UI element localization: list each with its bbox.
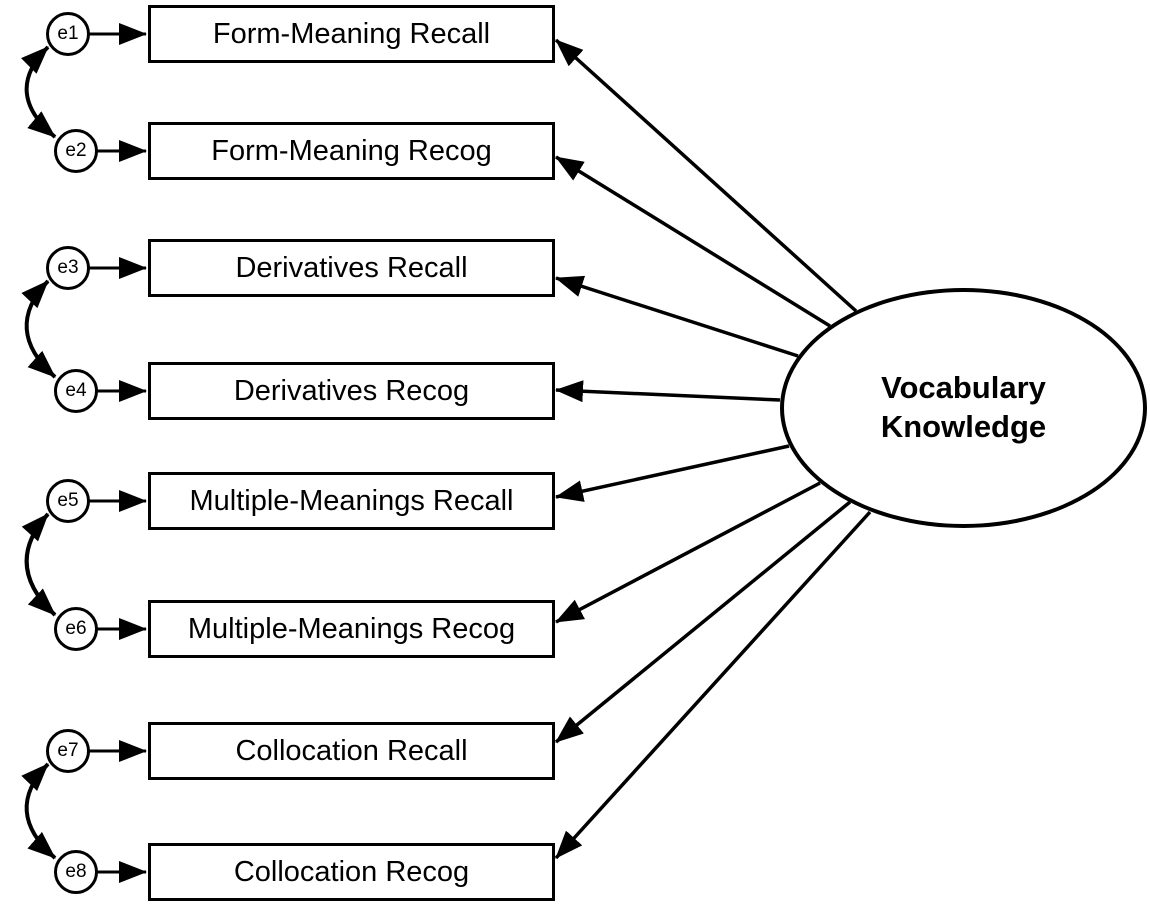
error-term-e8: e8 bbox=[54, 850, 98, 894]
indicator-box-multiple-meanings-recall: Multiple-Meanings Recall bbox=[148, 472, 555, 530]
error-term-e6: e6 bbox=[54, 607, 98, 651]
indicator-box-collocation-recog: Collocation Recog bbox=[148, 843, 555, 901]
error-term-e3: e3 bbox=[46, 246, 90, 290]
covariance-arc-e5-e6 bbox=[21, 512, 57, 617]
loading-arrow-derivatives-recall bbox=[555, 275, 799, 358]
indicator-box-form-meaning-recog: Form-Meaning Recog bbox=[148, 122, 555, 180]
covariance-arc-e1-e2 bbox=[21, 45, 57, 139]
error-term-e5: e5 bbox=[46, 479, 90, 523]
indicator-box-derivatives-recall: Derivatives Recall bbox=[148, 239, 555, 297]
error-term-e1: e1 bbox=[46, 12, 90, 56]
loading-arrow-multiple-meanings-recog bbox=[555, 481, 821, 624]
loading-arrow-multiple-meanings-recall bbox=[555, 444, 790, 502]
indicator-box-derivatives-recog: Derivatives Recog bbox=[148, 362, 555, 420]
covariance-arc-e7-e8 bbox=[21, 762, 57, 860]
loading-arrow-collocation-recog bbox=[554, 510, 872, 860]
latent-variable-label: Vocabulary Knowledge bbox=[880, 370, 1047, 444]
loading-arrow-form-meaning-recall bbox=[554, 38, 858, 313]
error-term-e2: e2 bbox=[54, 129, 98, 173]
loading-arrow-form-meaning-recog bbox=[555, 155, 831, 328]
error-term-e4: e4 bbox=[54, 369, 98, 413]
loading-arrow-derivatives-recog bbox=[555, 380, 781, 403]
indicator-box-form-meaning-recall: Form-Meaning Recall bbox=[148, 5, 555, 63]
error-term-e7: e7 bbox=[46, 729, 90, 773]
loading-arrow-collocation-recall bbox=[554, 500, 852, 744]
covariance-arc-e3-e4 bbox=[21, 279, 57, 379]
latent-vocabulary-knowledge-ellipse: Vocabulary Knowledge bbox=[780, 288, 1147, 528]
indicator-box-collocation-recall: Collocation Recall bbox=[148, 722, 555, 780]
indicator-box-multiple-meanings-recog: Multiple-Meanings Recog bbox=[148, 600, 555, 658]
